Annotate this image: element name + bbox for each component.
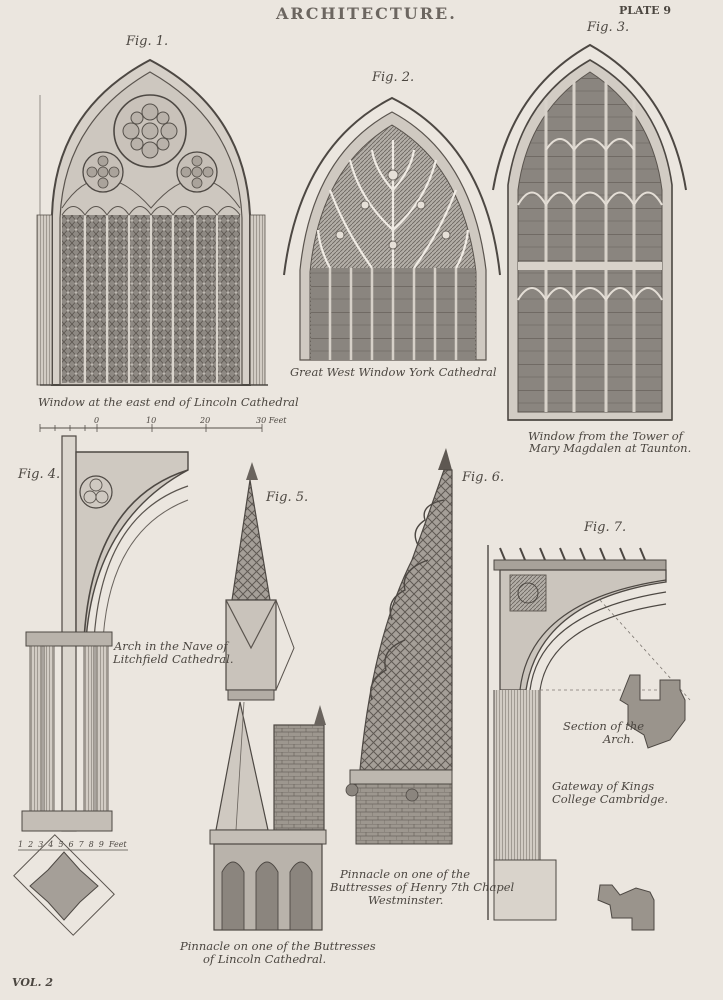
fig3-label: Fig. 3.	[587, 20, 630, 35]
fig2-label: Fig. 2.	[372, 70, 415, 85]
fig7-section-line2: Arch.	[603, 732, 635, 746]
plate-number: PLATE 9	[619, 4, 671, 17]
scale-top-tick-20: 20	[200, 416, 211, 425]
fig6-caption-line3: Westminster.	[368, 893, 444, 907]
scale-top-tick-30: 30 Feet	[256, 416, 287, 425]
fig3-caption-line1: Window from the Tower of	[528, 429, 683, 443]
fig5-caption-line1: Pinnacle on one of the Buttresses	[180, 939, 376, 953]
fig2-york-window-drawing	[283, 96, 501, 361]
fig2-caption: Great West Window York Cathedral	[290, 365, 497, 379]
fig4-scale-tick: 6	[68, 840, 79, 849]
fig6-caption-line1: Pinnacle on one of the	[340, 867, 471, 881]
fig5-caption-line2: of Lincoln Cathedral.	[203, 952, 327, 966]
fig4-scale-tick: 8	[88, 840, 99, 849]
fig7-kings-gateway-drawing	[487, 545, 691, 931]
scale-top-tick-0: 0	[94, 416, 100, 425]
scale-bar-top	[39, 424, 263, 432]
fig4-scale-tick: 2	[28, 840, 39, 849]
fig1-label: Fig. 1.	[126, 34, 169, 49]
scale-top-tick-10: 10	[146, 416, 157, 425]
fig4-scale-tick: 5	[58, 840, 69, 849]
fig7-caption-line1: Gateway of Kings	[552, 779, 655, 793]
fig3-taunton-window-drawing	[492, 43, 687, 421]
fig1-lincoln-window-drawing	[36, 58, 268, 386]
fig4-scale-tick: Feet	[108, 840, 127, 849]
fig5-lincoln-pinnacle-drawing	[209, 462, 327, 931]
fig4-scale-label: 123456789Feet	[18, 840, 127, 849]
fig4-caption-line2: Litchfield Cathedral.	[113, 652, 234, 666]
fig6-caption-line2: Buttresses of Henry 7th Chapel	[330, 880, 515, 894]
fig4-scale-tick: 3	[38, 840, 49, 849]
fig6-label: Fig. 6.	[462, 470, 505, 485]
fig4-caption-line1: Arch in the Nave of	[114, 639, 228, 653]
volume-footer: VOL. 2	[12, 976, 53, 989]
fig4-label: Fig. 4.	[18, 467, 61, 482]
fig4-scale-tick: 7	[78, 840, 89, 849]
fig6-westminster-pinnacle-drawing	[345, 448, 453, 845]
fig4-scale-tick: 1	[18, 840, 29, 849]
fig7-label: Fig. 7.	[584, 520, 627, 535]
fig4-scale-tick: 4	[48, 840, 59, 849]
fig4-litchfield-arch-drawing	[13, 435, 189, 936]
fig3-caption-line2: Mary Magdalen at Taunton.	[529, 441, 692, 455]
fig5-label: Fig. 5.	[266, 490, 309, 505]
fig7-caption-line2: College Cambridge.	[552, 792, 668, 806]
fig7-section-line1: Section of the	[563, 719, 645, 733]
plate-title: ARCHITECTURE.	[276, 4, 457, 23]
fig4-scale-tick: 9	[98, 840, 109, 849]
fig1-caption: Window at the east end of Lincoln Cathed…	[38, 395, 299, 409]
